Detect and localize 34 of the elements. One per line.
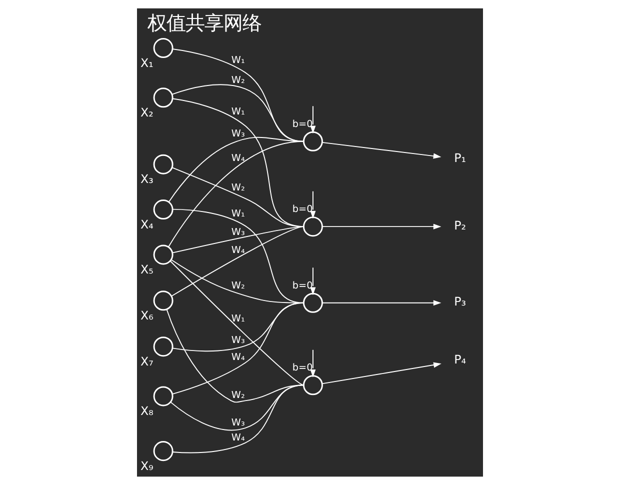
edge-label: W₃ [231, 417, 245, 428]
node-label: X₃ [140, 172, 154, 186]
node-label: X₁ [140, 56, 154, 70]
edge-label: W₃ [231, 128, 245, 140]
node-label: X₈ [140, 404, 154, 418]
node-label: X₅ [140, 262, 154, 276]
edge-label: W₂ [231, 390, 245, 402]
edge-label: W₄ [231, 152, 245, 164]
diagram-title: 权值共享网络 [147, 12, 262, 35]
node-text: P₃ [454, 294, 466, 309]
edge-label: b=0 [292, 118, 313, 130]
edge-label: W₁ [231, 208, 245, 220]
edge-label: W₂ [231, 182, 245, 194]
edge-label: W₄ [231, 244, 245, 256]
edge-label: b=0 [292, 362, 313, 374]
edge-label: W₂ [231, 280, 245, 292]
node-label: X₇ [140, 354, 154, 368]
node-text: P₁ [454, 150, 466, 165]
edge-label: W₃ [231, 335, 245, 346]
edge-label: W₁ [231, 314, 245, 325]
node-label: X₆ [140, 308, 154, 322]
node-text: P₄ [454, 352, 466, 366]
node-label: X₂ [140, 105, 154, 120]
edge-label: W₄ [231, 432, 245, 444]
node-text: P₂ [454, 218, 466, 232]
edge-label: b=0 [292, 204, 313, 216]
edge-label: W₁ [231, 55, 245, 66]
edge-label: b=0 [292, 280, 313, 292]
node-label: X₄ [140, 217, 154, 232]
edge-label: W₃ [231, 227, 245, 238]
node-label: X₉ [140, 458, 154, 473]
edge-label: W₄ [231, 352, 245, 364]
edge-label: W₂ [231, 75, 245, 86]
edge-label: W₁ [231, 106, 245, 118]
